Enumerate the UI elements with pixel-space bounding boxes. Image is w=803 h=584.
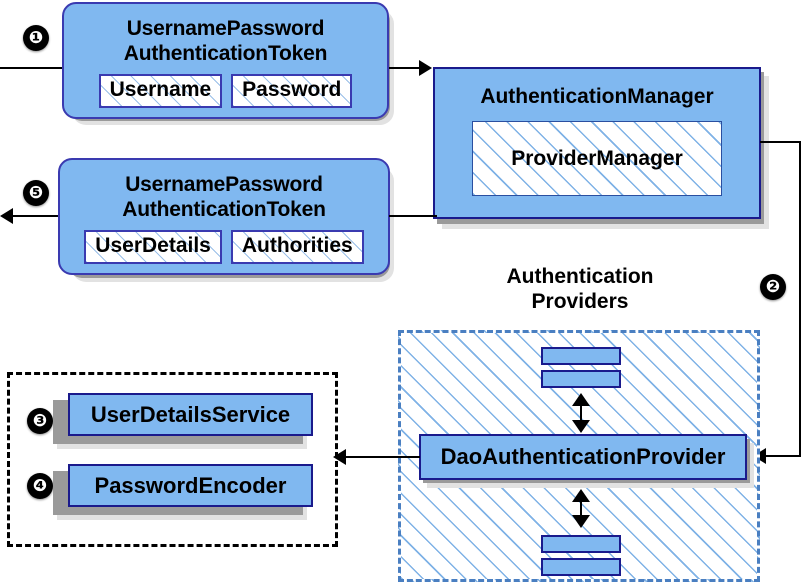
manager-to-provider-line-vertical bbox=[799, 141, 801, 456]
provider-link-arrow-down-bottom bbox=[572, 515, 590, 528]
request-token-title-line2: AuthenticationToken bbox=[123, 41, 328, 65]
userdetailsservice-label: UserDetailsService bbox=[90, 401, 291, 427]
provider-link-line-bottom bbox=[580, 496, 582, 518]
manager-to-provider-line-bottom bbox=[765, 455, 801, 457]
request-token-title: UsernamePassword AuthenticationToken bbox=[123, 16, 328, 66]
response-token-title-line1: UsernamePassword bbox=[125, 172, 323, 196]
response-line bbox=[12, 215, 70, 217]
providers-title-line2: Providers bbox=[531, 290, 629, 313]
token-to-manager-arrow bbox=[419, 60, 432, 76]
passwordencoder-box[interactable]: PasswordEncoder bbox=[68, 464, 313, 507]
provider-manager-box[interactable]: ProviderManager bbox=[472, 121, 722, 196]
token-to-manager-line bbox=[389, 67, 422, 69]
provider-link-line-top bbox=[580, 400, 582, 424]
response-token-title-line2: AuthenticationToken bbox=[122, 197, 326, 221]
field-authorities: Authorities bbox=[230, 229, 364, 264]
field-username: Username bbox=[98, 73, 223, 108]
response-authentication-token-box[interactable]: UsernamePassword AuthenticationToken Use… bbox=[58, 158, 390, 275]
field-userdetails: UserDetails bbox=[84, 229, 222, 264]
step-badge-4: ❹ bbox=[27, 473, 53, 499]
passwordencoder-label: PasswordEncoder bbox=[94, 472, 287, 498]
response-token-fields: UserDetails Authorities bbox=[84, 229, 364, 264]
step-badge-3: ❸ bbox=[27, 408, 53, 434]
provider-placeholder-top-2 bbox=[541, 370, 621, 388]
userdetailsservice-box[interactable]: UserDetailsService bbox=[68, 393, 313, 436]
step-badge-1: ❶ bbox=[23, 25, 49, 51]
field-password-label: Password bbox=[242, 77, 342, 101]
step-badge-5: ❺ bbox=[23, 180, 49, 206]
field-password: Password bbox=[231, 73, 353, 108]
response-arrow bbox=[0, 208, 13, 224]
field-username-label: Username bbox=[109, 77, 212, 101]
authentication-manager-title: AuthenticationManager bbox=[480, 85, 714, 108]
authentication-providers-title: Authentication Providers bbox=[470, 264, 690, 314]
authentication-manager-box[interactable]: AuthenticationManager ProviderManager bbox=[433, 67, 761, 219]
manager-to-response-token-line bbox=[389, 215, 437, 217]
request-token-fields: Username Password bbox=[98, 73, 353, 108]
providers-title-line1: Authentication bbox=[506, 265, 654, 288]
request-authentication-token-box[interactable]: UsernamePassword AuthenticationToken Use… bbox=[62, 2, 389, 119]
support-services-container[interactable] bbox=[7, 372, 338, 547]
dao-authentication-provider-box[interactable]: DaoAuthenticationProvider bbox=[419, 434, 747, 480]
response-token-title: UsernamePassword AuthenticationToken bbox=[122, 172, 326, 222]
provider-placeholder-bottom-1 bbox=[541, 535, 621, 553]
provider-link-arrow-up-bottom bbox=[572, 489, 590, 502]
provider-link-arrow-down-top bbox=[572, 420, 590, 433]
provider-manager-label: ProviderManager bbox=[511, 146, 683, 170]
provider-to-services-line bbox=[345, 456, 420, 458]
step-badge-2: ❷ bbox=[760, 274, 786, 300]
provider-link-arrow-up-top bbox=[572, 393, 590, 406]
provider-placeholder-bottom-2 bbox=[541, 558, 621, 576]
field-authorities-label: Authorities bbox=[241, 233, 353, 257]
provider-placeholder-top-1 bbox=[541, 347, 621, 365]
incoming-request-line bbox=[0, 67, 70, 69]
field-userdetails-label: UserDetails bbox=[95, 233, 211, 257]
dao-authentication-provider-label: DaoAuthenticationProvider bbox=[440, 444, 726, 469]
request-token-title-line1: UsernamePassword bbox=[126, 16, 325, 40]
manager-to-provider-line-top bbox=[760, 141, 801, 143]
